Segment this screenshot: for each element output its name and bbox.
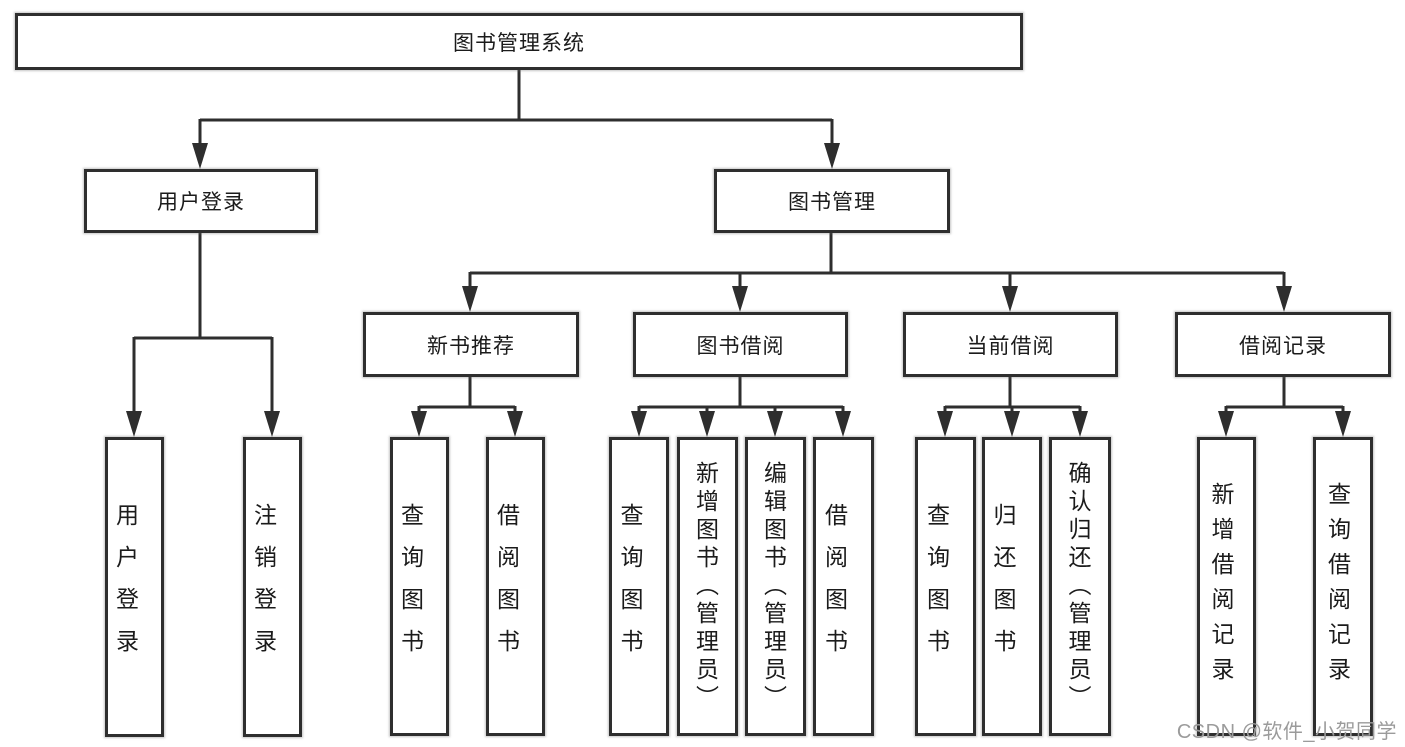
leaf-borrow-books-label: 借阅图书 — [821, 502, 848, 671]
node-user-login: 用户登录 — [84, 169, 318, 233]
leaf-confirm-return-admin-label: 确认归还（管理员） — [1065, 460, 1091, 713]
node-book-management: 图书管理 — [714, 169, 950, 233]
arrow-down-icon — [1002, 286, 1018, 312]
leaf-add-books-admin: 新增图书（管理员） — [677, 437, 738, 736]
leaf-user-login: 用户登录 — [105, 437, 164, 737]
leaf-return-books-label: 归还图书 — [990, 502, 1016, 671]
leaf-borrow-books: 借阅图书 — [813, 437, 874, 736]
leaf-recommend-borrow-books: 借阅图书 — [486, 437, 545, 736]
node-book-borrow-label: 图书借阅 — [696, 334, 785, 358]
leaf-borrow-query-books-label: 查询图书 — [617, 502, 643, 671]
connector-group — [126, 69, 1351, 437]
watermark: CSDN @软件_小贺同学 — [1176, 721, 1397, 743]
leaf-logout-label: 注销登录 — [250, 503, 277, 671]
arrow-down-icon — [1004, 411, 1020, 437]
arrow-down-icon — [732, 286, 748, 312]
leaf-confirm-return-admin: 确认归还（管理员） — [1049, 437, 1111, 736]
arrow-down-icon — [937, 411, 953, 437]
node-book-borrow: 图书借阅 — [633, 312, 848, 377]
arrow-down-icon — [1335, 411, 1351, 437]
node-root-label: 图书管理系统 — [453, 31, 585, 55]
arrow-down-icon — [411, 411, 427, 437]
leaf-query-borrow-record-label: 查询借阅记录 — [1324, 481, 1351, 692]
leaf-recommend-query-books-label: 查询图书 — [397, 502, 424, 671]
leaf-edit-books-admin: 编辑图书（管理员） — [745, 437, 806, 736]
leaf-recommend-borrow-books-label: 借阅图书 — [493, 502, 520, 671]
node-current-borrow-label: 当前借阅 — [966, 334, 1055, 358]
arrow-down-icon — [192, 143, 208, 169]
leaf-add-borrow-record-label: 新增借阅记录 — [1208, 481, 1234, 692]
node-borrow-records: 借阅记录 — [1175, 312, 1391, 377]
arrow-down-icon — [699, 411, 715, 437]
arrow-down-icon — [264, 411, 280, 437]
arrow-down-icon — [835, 411, 851, 437]
arrow-down-icon — [1072, 411, 1088, 437]
leaf-recommend-query-books: 查询图书 — [390, 437, 449, 736]
arrow-down-icon — [767, 411, 783, 437]
node-new-book-recommend: 新书推荐 — [363, 312, 579, 377]
node-user-login-label: 用户登录 — [157, 191, 245, 214]
arrow-down-icon — [126, 411, 142, 437]
node-new-book-recommend-label: 新书推荐 — [427, 334, 515, 358]
arrow-down-icon — [824, 143, 840, 169]
leaf-logout: 注销登录 — [243, 437, 302, 737]
node-root: 图书管理系统 — [15, 13, 1023, 70]
leaf-borrow-query-books: 查询图书 — [609, 437, 669, 736]
arrow-down-icon — [631, 411, 647, 437]
leaf-current-query-books: 查询图书 — [915, 437, 976, 736]
leaf-return-books: 归还图书 — [982, 437, 1042, 736]
leaf-add-borrow-record: 新增借阅记录 — [1197, 437, 1256, 736]
node-borrow-records-label: 借阅记录 — [1239, 334, 1327, 358]
arrow-down-icon — [1276, 286, 1292, 312]
leaf-query-borrow-record: 查询借阅记录 — [1313, 437, 1373, 736]
leaf-current-query-books-label: 查询图书 — [923, 502, 950, 671]
leaf-edit-books-admin-label: 编辑图书（管理员） — [760, 460, 787, 713]
arrow-down-icon — [507, 411, 523, 437]
arrow-down-icon — [462, 286, 478, 312]
leaf-add-books-admin-label: 新增图书（管理员） — [692, 460, 719, 713]
leaf-user-login-label: 用户登录 — [112, 503, 139, 671]
node-current-borrow: 当前借阅 — [903, 312, 1118, 377]
arrow-down-icon — [1218, 411, 1234, 437]
node-book-management-label: 图书管理 — [788, 191, 876, 214]
